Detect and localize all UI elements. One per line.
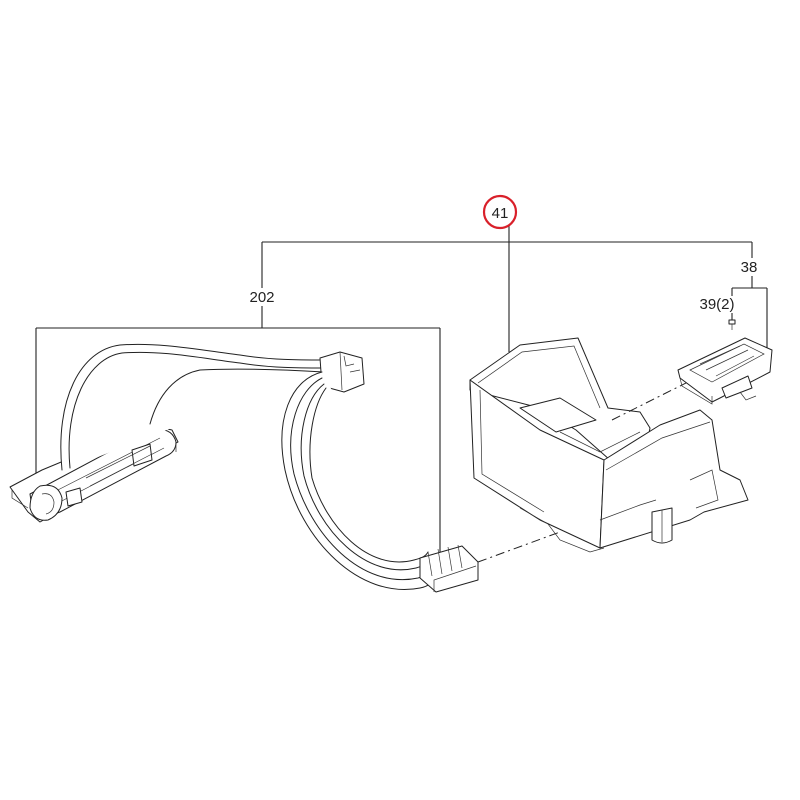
highlight-circle <box>482 194 518 230</box>
wire-harness <box>60 343 479 593</box>
housing-assembly <box>469 337 749 553</box>
label-202: 202 <box>249 289 274 306</box>
assembly-guide-line <box>477 531 561 563</box>
label-39: 39(2) <box>699 296 734 313</box>
leader-lines <box>35 225 768 558</box>
screw-part <box>728 319 736 330</box>
bracket-part <box>677 337 773 405</box>
switch-module <box>9 424 179 523</box>
label-41: 41 <box>492 205 509 222</box>
assembly-guide-line-2 <box>611 375 701 421</box>
label-38: 38 <box>741 259 758 276</box>
